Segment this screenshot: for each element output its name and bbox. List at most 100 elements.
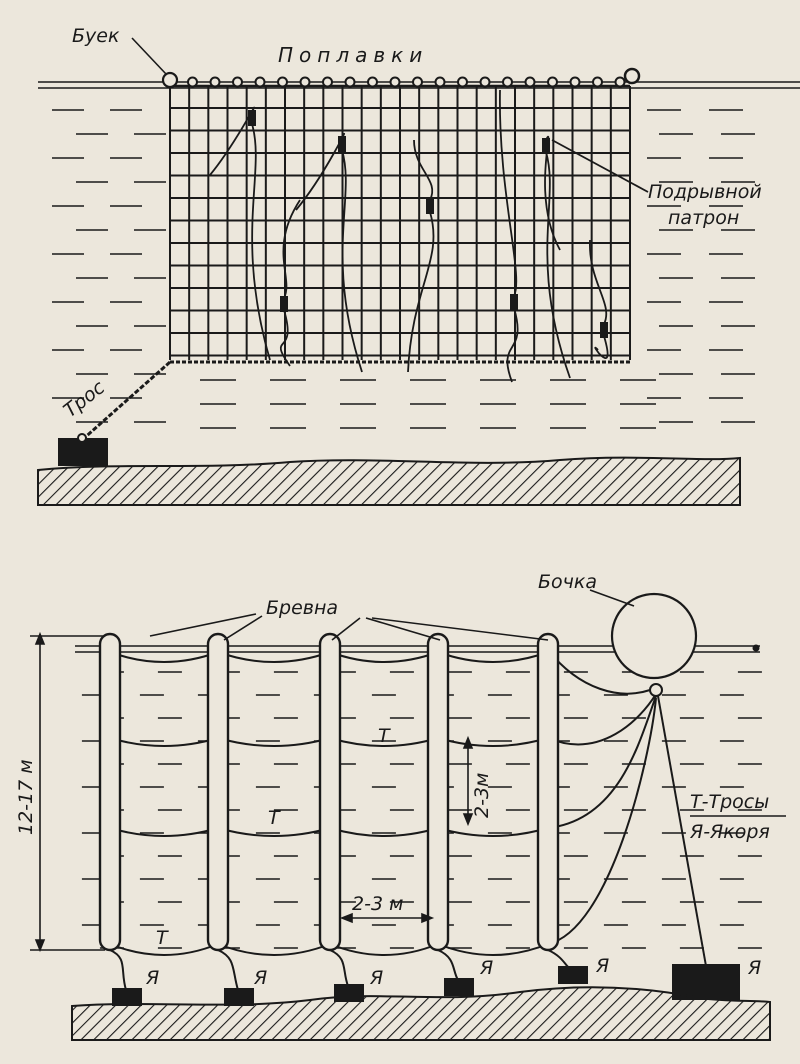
- float-icon: [254, 76, 266, 88]
- float-icon: [614, 76, 626, 88]
- charge-icon: [542, 138, 550, 154]
- charge-icon: [338, 136, 346, 152]
- anchor-mark-1: Я: [145, 967, 159, 989]
- anchor-mark-2: Я: [253, 967, 267, 989]
- float-icon: [299, 76, 311, 88]
- seabed-bottom: [71, 986, 771, 1041]
- minefield-net-diagram: Буек Поплавки Подрывной патрон Трос: [37, 25, 800, 506]
- barrel-anchor-line: [657, 695, 707, 967]
- barrel-ring: [649, 683, 663, 697]
- anchor-ring: [77, 433, 87, 443]
- water-hatching-bottom: [81, 671, 762, 949]
- charge-icon: [280, 296, 288, 312]
- cable-label: Трос: [60, 376, 110, 422]
- buoy-leader-line: [131, 37, 167, 75]
- float-icon: [434, 76, 446, 88]
- charge-cord: [341, 149, 363, 373]
- charge-label-line2: патрон: [668, 207, 739, 229]
- charge-icon: [248, 110, 256, 126]
- anchor-block: [558, 966, 588, 984]
- float-icon: [524, 76, 536, 88]
- log-boom-diagram: 12-17 м Бревна Бочка 2-3м: [15, 571, 786, 1041]
- water-hatching: [52, 109, 755, 429]
- charge-cord: [413, 139, 433, 201]
- charge-cord: [251, 123, 271, 361]
- float-icon: [479, 76, 491, 88]
- anchor-mark-3: Я: [369, 967, 383, 989]
- net-floats: [187, 76, 626, 88]
- charge-icon: [426, 198, 434, 214]
- anchor-block: [444, 978, 474, 996]
- seabed-top: [37, 456, 741, 506]
- buoy-icon: [161, 71, 179, 89]
- float-icon: [502, 76, 513, 88]
- anchor-cable: [217, 949, 239, 991]
- anchor-cable: [547, 949, 573, 970]
- anchor-cable: [329, 949, 349, 987]
- floats-label: Поплавки: [278, 43, 428, 67]
- float-icon: [232, 76, 243, 88]
- anchor-block: [112, 988, 142, 1006]
- anchor-mark-4: Я: [479, 957, 493, 979]
- vertical-spacing-label: 2-3м: [471, 773, 493, 818]
- demolition-charges: [209, 89, 609, 383]
- horizontal-spacing-dimension: [339, 912, 435, 924]
- float-icon: [412, 76, 423, 88]
- charge-cord: [594, 335, 609, 359]
- anchor-mark-5: Я: [595, 955, 609, 977]
- log-icon: [536, 632, 560, 952]
- float-icon: [322, 76, 333, 88]
- charge-icon: [510, 294, 518, 310]
- charge-cord: [279, 309, 291, 367]
- barrel-leader-line: [589, 589, 635, 607]
- legend-anchors: Я-Якоря: [689, 821, 770, 843]
- anchor-cable: [109, 949, 127, 991]
- buoy-label: Буек: [72, 25, 120, 47]
- logs-leader-lines: [149, 613, 549, 641]
- charge-cord: [589, 239, 608, 325]
- anti-submarine-net: [169, 84, 631, 364]
- charge-icon: [600, 322, 608, 338]
- charge-cord: [545, 151, 571, 379]
- barrel-label: Бочка: [538, 571, 597, 593]
- charge-cord: [499, 89, 518, 297]
- float-icon: [457, 76, 468, 88]
- float-icon: [389, 76, 401, 88]
- log-icon: [206, 632, 230, 952]
- anchor-block: [224, 988, 254, 1006]
- end-float-icon: [623, 67, 641, 85]
- charge-cord: [407, 211, 435, 373]
- anchor-mark-6: Я: [747, 957, 761, 979]
- float-icon: [569, 76, 581, 88]
- float-icon: [187, 76, 198, 88]
- log-icon: [426, 632, 450, 952]
- charge-cord: [282, 199, 301, 299]
- horizontal-spacing-label: 2-3 м: [352, 893, 403, 915]
- cable-mark-2: Т: [268, 807, 281, 829]
- depth-label: 12-17 м: [15, 759, 37, 835]
- float-icon: [547, 76, 558, 88]
- charge-cord: [295, 132, 346, 211]
- anchor-cable: [81, 360, 171, 442]
- vertical-spacing-dimension: [462, 735, 474, 827]
- barrel-icon: [610, 592, 698, 680]
- logs-label: Бревна: [266, 597, 338, 619]
- cable-mark-3: Т: [156, 927, 169, 949]
- log-icon: [98, 632, 122, 952]
- cable-mark-1: Т: [378, 725, 391, 747]
- float-icon: [277, 76, 288, 88]
- float-icon: [209, 76, 221, 88]
- charge-label-line1: Подрывной: [648, 181, 762, 203]
- charge-leader-line: [551, 139, 649, 193]
- cable-row-2: [109, 695, 657, 837]
- anchor-cable: [437, 949, 459, 981]
- float-icon: [592, 76, 603, 88]
- surface-end-dot: [752, 644, 760, 652]
- charge-cord: [544, 136, 561, 251]
- depth-dimension: [30, 631, 105, 953]
- log-icon: [318, 632, 342, 952]
- legend-cables: Т-Тросы: [690, 791, 769, 813]
- charge-cord: [209, 106, 256, 176]
- charge-cord: [506, 307, 519, 383]
